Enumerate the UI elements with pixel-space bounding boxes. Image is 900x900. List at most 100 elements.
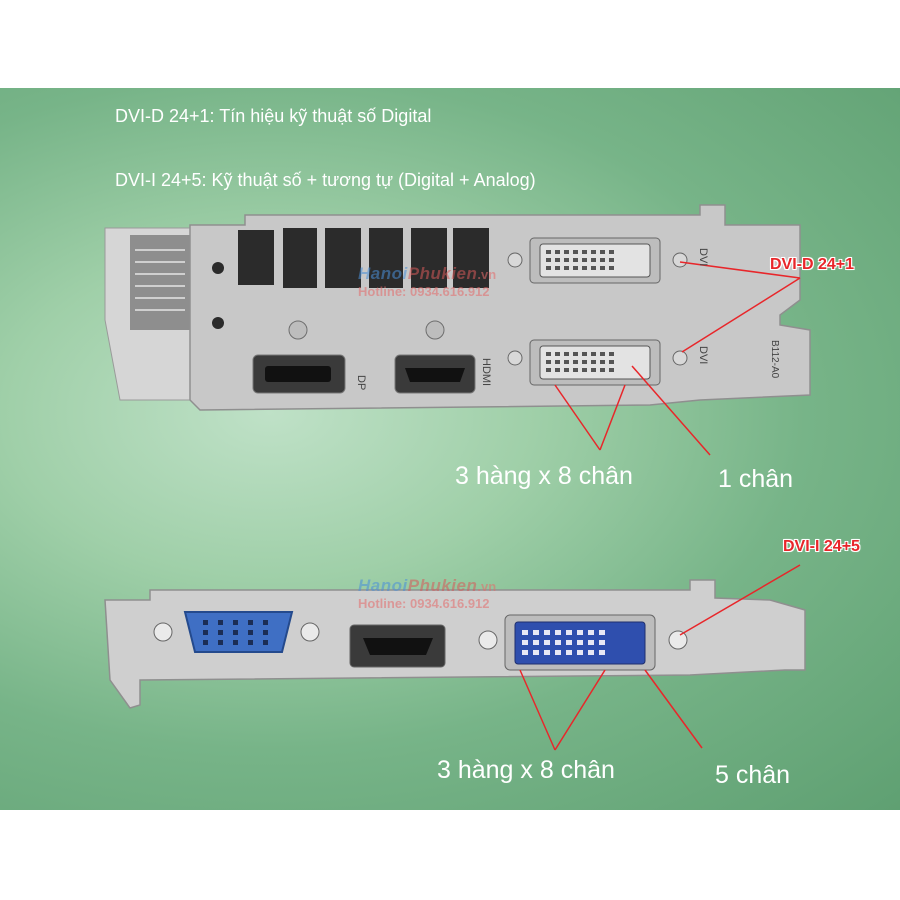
connector-pin — [546, 258, 551, 262]
connector-pin — [609, 266, 614, 270]
connector-pin — [248, 640, 253, 645]
dp-port-label: DP — [355, 375, 367, 390]
connector-pin — [263, 630, 268, 635]
bottom-graphics-card — [104, 564, 806, 751]
connector-pin — [218, 630, 223, 635]
green-background: DP HDMI DVI DVI B112-A0 DVI-D 24+1: Tín … — [0, 88, 900, 810]
connector-pin — [573, 360, 578, 364]
connector-pin — [582, 266, 587, 270]
connector-pin — [248, 630, 253, 635]
connector-pin — [564, 266, 569, 270]
connector-pin — [573, 352, 578, 356]
connector-pin — [203, 640, 208, 645]
connector-pin — [218, 620, 223, 625]
watermark-hotline: Hotline: 0934.616.912 — [358, 284, 490, 299]
connector-pin — [582, 250, 587, 254]
connector-pin — [555, 640, 561, 645]
connector-pin — [588, 640, 594, 645]
watermark-brand-a: Hanoi — [358, 264, 408, 283]
connector-pin — [546, 368, 551, 372]
watermark-hotline-2: Hotline: 0934.616.912 — [358, 596, 490, 611]
connector-pin — [555, 258, 560, 262]
watermark-brand-suffix-2: .vn — [477, 579, 497, 594]
connector-pin — [263, 640, 268, 645]
top-graphics-card — [104, 204, 811, 456]
connector-pin — [577, 640, 583, 645]
connector-pin — [582, 258, 587, 262]
connector-pin — [609, 368, 614, 372]
connector-pin — [218, 640, 223, 645]
model-label: B112-A0 — [769, 340, 780, 379]
connector-pin — [263, 620, 268, 625]
connector-pin — [233, 620, 238, 625]
connector-pin — [203, 620, 208, 625]
connector-pin — [564, 368, 569, 372]
connector-pin — [546, 250, 551, 254]
connector-pin — [546, 266, 551, 270]
connector-pin — [591, 368, 596, 372]
connector-pin — [573, 368, 578, 372]
connector-pin — [555, 630, 561, 635]
connector-pin — [533, 650, 539, 655]
connector-pin — [582, 360, 587, 364]
intro-line-dvi-i: DVI-I 24+5: Kỹ thuật số + tương tự (Digi… — [115, 170, 536, 190]
connector-pin — [248, 620, 253, 625]
connector-pin — [544, 640, 550, 645]
connector-pin — [555, 352, 560, 356]
connector-pin — [233, 640, 238, 645]
connector-pin — [546, 352, 551, 356]
connector-pin — [533, 630, 539, 635]
connector-pin — [599, 640, 605, 645]
connector-pin — [555, 360, 560, 364]
connector-pin — [555, 368, 560, 372]
connector-pin — [203, 630, 208, 635]
bottom-pins-rows-label: 3 hàng x 8 chân — [437, 756, 615, 784]
connector-pin — [546, 360, 551, 364]
connector-pin — [544, 650, 550, 655]
connector-pin — [566, 630, 572, 635]
connector-pin — [582, 368, 587, 372]
connector-pin — [599, 650, 605, 655]
connector-pin — [564, 258, 569, 262]
watermark-bottom: HanoiPhukien.vn Hotline: 0934.616.912 — [358, 576, 496, 611]
connector-pin — [591, 250, 596, 254]
connector-pin — [564, 360, 569, 364]
connector-pin — [573, 250, 578, 254]
connector-pin — [522, 640, 528, 645]
top-pins-rows-label: 3 hàng x 8 chân — [455, 462, 633, 490]
connector-pin — [588, 650, 594, 655]
watermark-brand-b-2: Phukien — [407, 576, 478, 595]
connector-pin — [566, 640, 572, 645]
watermark-brand-b: Phukien — [407, 264, 478, 283]
connector-pin — [609, 352, 614, 356]
connector-pin — [555, 250, 560, 254]
connector-pin — [582, 352, 587, 356]
watermark-top: HanoiPhukien.vn Hotline: 0934.616.912 — [358, 264, 496, 299]
callout-dvi-i: DVI-I 24+5 — [783, 538, 860, 555]
connector-pin — [577, 630, 583, 635]
connector-pin — [609, 360, 614, 364]
cards-illustration: DP HDMI DVI DVI B112-A0 — [104, 204, 811, 751]
connector-pin — [564, 352, 569, 356]
connector-pin — [233, 630, 238, 635]
connector-pin — [600, 266, 605, 270]
connector-pin — [609, 258, 614, 262]
connector-pin — [544, 630, 550, 635]
bottom-five-pins-label: 5 chân — [715, 761, 791, 789]
watermark-brand-a-2: Hanoi — [358, 576, 408, 595]
connector-pin — [600, 360, 605, 364]
connector-pin — [600, 258, 605, 262]
connector-pin — [577, 650, 583, 655]
dvi-bottom-port-label: DVI — [697, 346, 709, 364]
connector-pin — [555, 650, 561, 655]
connector-pin — [599, 630, 605, 635]
dvi-top-port-label: DVI — [697, 248, 709, 266]
connector-pin — [591, 360, 596, 364]
connector-pin — [566, 650, 572, 655]
top-single-pin-label: 1 chân — [718, 465, 794, 493]
connector-pin — [522, 650, 528, 655]
connector-pin — [573, 266, 578, 270]
watermark-brand-suffix: .vn — [477, 267, 497, 282]
connector-pin — [591, 352, 596, 356]
connector-pin — [533, 640, 539, 645]
